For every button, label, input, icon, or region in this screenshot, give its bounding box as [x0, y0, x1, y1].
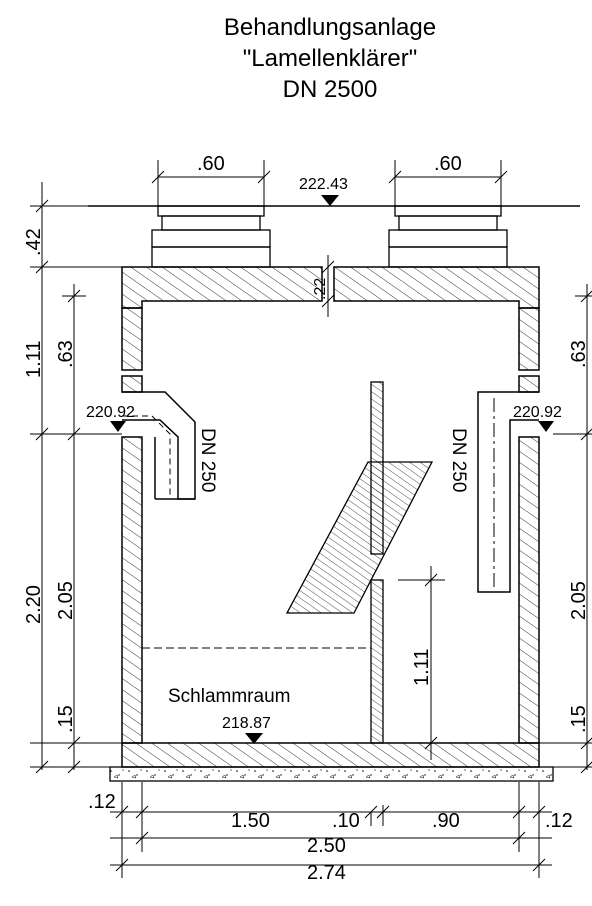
outlet-level-marker [538, 421, 554, 432]
dim-outer-width: 2.74 [307, 862, 346, 884]
bottom-level-label: 218.87 [222, 715, 271, 732]
dimension-lines [30, 160, 592, 878]
dim-lower-sub-right: 2.05 [568, 581, 590, 620]
tank-walls [121, 307, 540, 768]
baffle-wall-lower [370, 579, 384, 744]
left-manhole-riser [151, 205, 271, 268]
title-line-3: DN 2500 [282, 76, 378, 103]
dim-lower: 2.20 [23, 585, 45, 624]
dim-chamber-right: .90 [432, 810, 460, 832]
dim-base-left: .15 [55, 705, 77, 733]
dim-baffle-thickness: .10 [332, 810, 360, 832]
cover-slab [121, 266, 540, 309]
dim-upper-sub-left: .63 [55, 340, 77, 368]
inlet-level-marker [110, 421, 126, 432]
dim-cover: .22 [312, 278, 329, 300]
title-line-1: Behandlungsanlage [223, 14, 437, 41]
dim-manhole-right: .60 [434, 153, 462, 175]
dim-upper-sub-right: .63 [568, 340, 590, 368]
inlet-level-label: 220.92 [86, 404, 135, 421]
outlet-level-label: 220.92 [513, 404, 562, 421]
dim-lower-sub-left: 2.05 [55, 581, 77, 620]
title-line-2: "Lamellenklärer" [242, 45, 418, 72]
dim-inner-width: 2.50 [307, 835, 346, 857]
bottom-level-marker [245, 733, 263, 744]
dim-upper: 1.11 [23, 341, 45, 378]
dim-chamber-left: 1.50 [231, 810, 270, 832]
ground-level-marker [321, 195, 339, 206]
dim-manhole-left: .60 [197, 153, 225, 175]
dim-baffle: 1.11 [411, 649, 433, 686]
lamella-pack [285, 461, 434, 614]
dim-wall-right: .12 [545, 810, 573, 832]
right-manhole-riser [388, 205, 508, 268]
outlet-pipe-label: DN 250 [448, 428, 469, 492]
dim-top: .42 [23, 228, 45, 256]
dim-base-right: .15 [568, 705, 590, 733]
base-layer [109, 766, 554, 782]
sludge-zone-label: Schlammraum [168, 686, 290, 707]
inlet-pipe [122, 391, 196, 500]
outlet-pipe [477, 391, 539, 593]
ground-level-label: 222.43 [299, 176, 348, 193]
inlet-pipe-label: DN 250 [197, 428, 218, 492]
dim-wall-left: .12 [88, 791, 116, 813]
